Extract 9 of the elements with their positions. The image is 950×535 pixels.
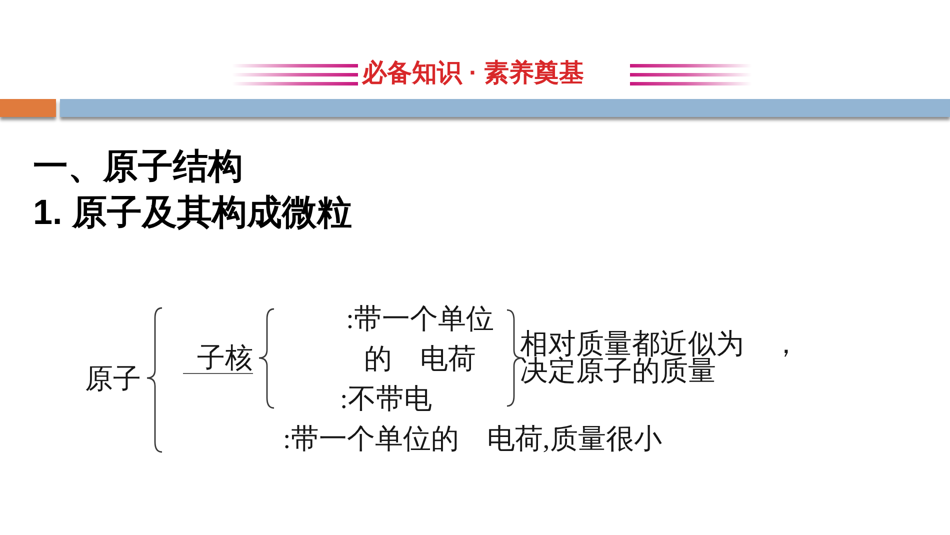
description-text: :带一个单位的 电荷,质量很小 bbox=[283, 426, 662, 454]
description-text: :带一个单位的 电荷 bbox=[345, 303, 495, 377]
underlined-term: 子核 bbox=[183, 345, 253, 374]
term-label: 原子 bbox=[85, 366, 141, 394]
subsection-heading: 1. 原子及其构成微粒 bbox=[33, 192, 352, 234]
banner-heading: 必备知识 · 素养奠基 bbox=[362, 58, 584, 88]
description-text: :不带电 bbox=[340, 386, 432, 414]
description-text: 相对质量都近似为 ，决定原子的质量 bbox=[520, 331, 801, 385]
section-heading: 一、原子结构 bbox=[33, 146, 243, 188]
